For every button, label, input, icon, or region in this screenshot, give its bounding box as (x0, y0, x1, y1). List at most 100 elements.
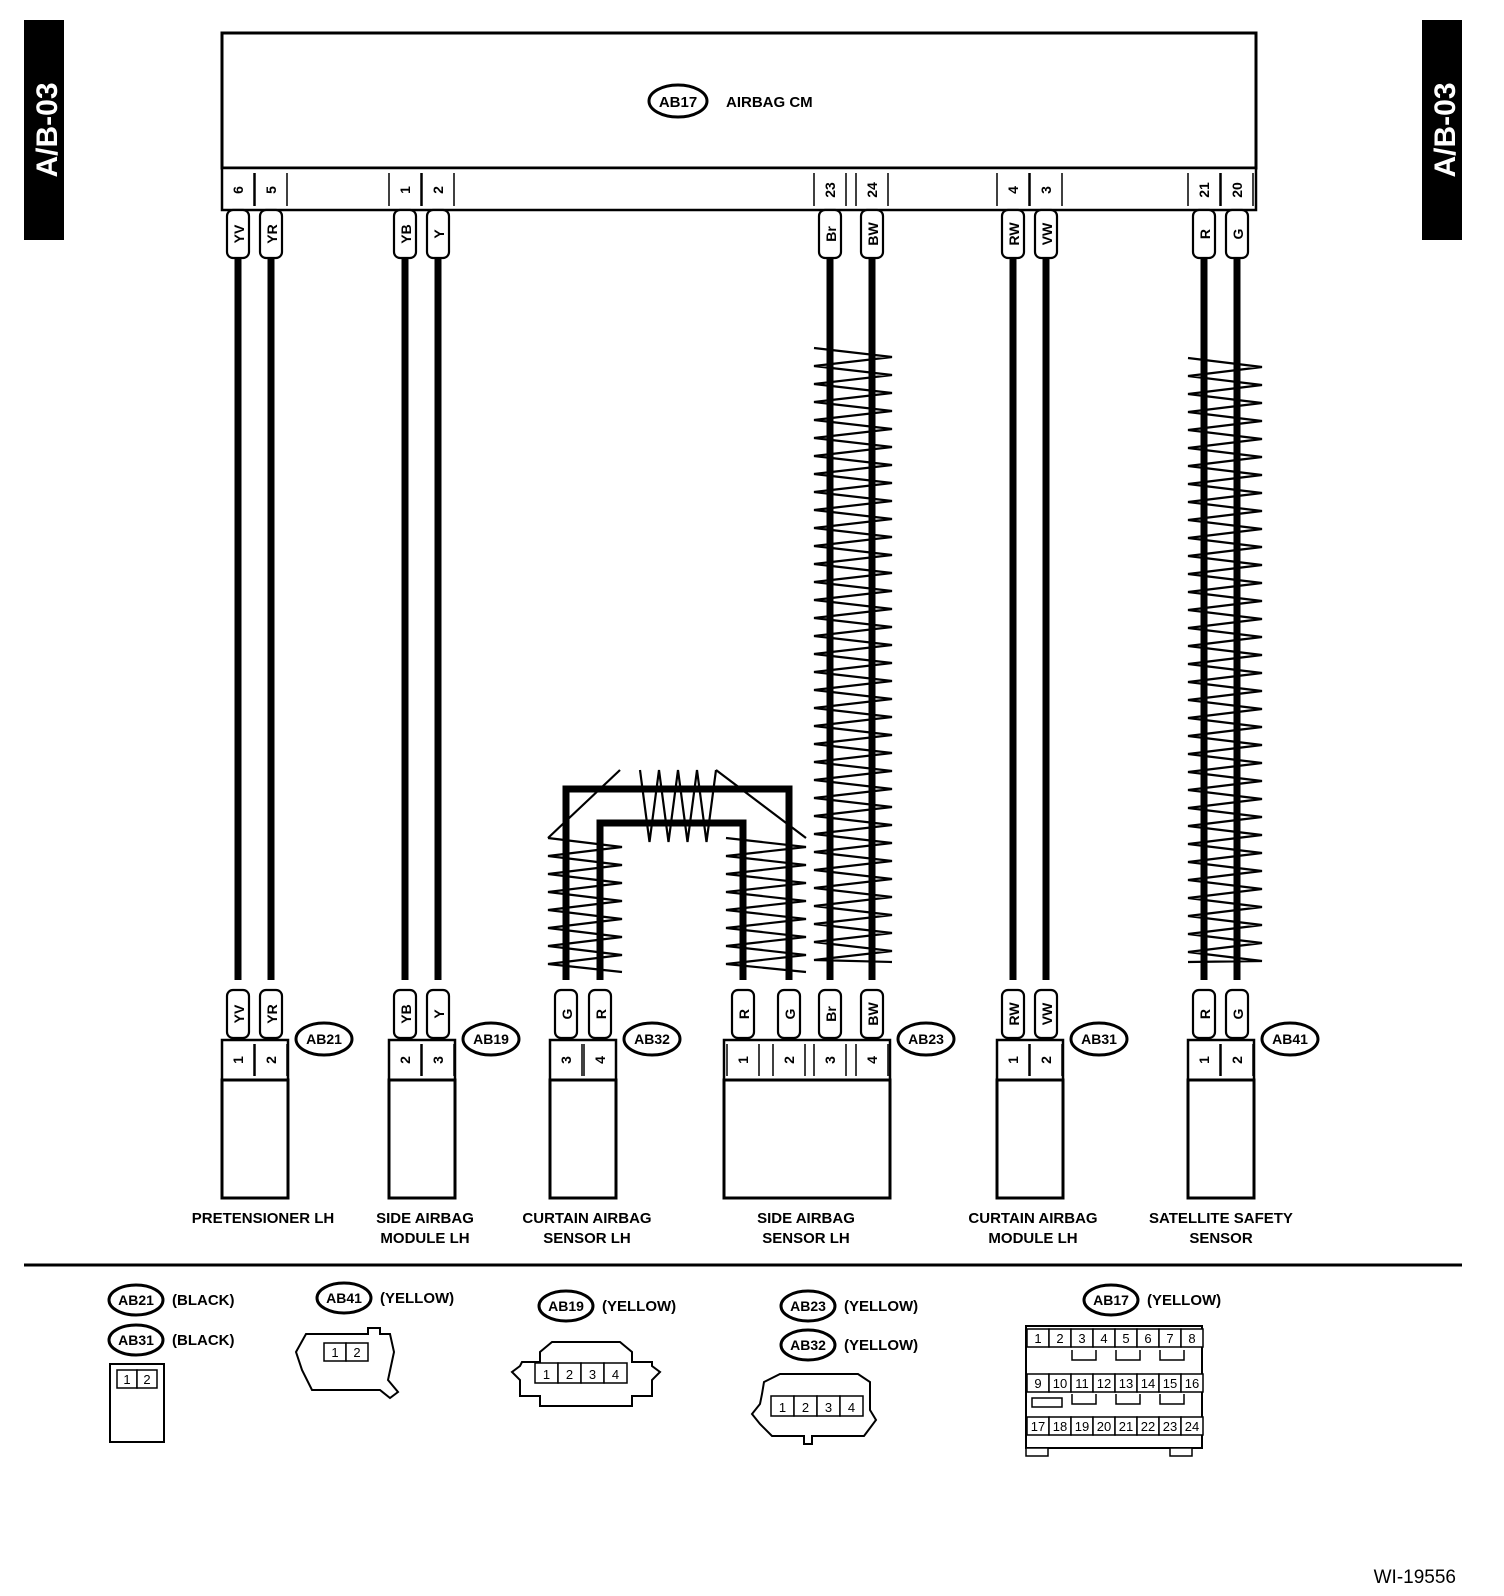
cm-pin-5: 5YR (254, 173, 288, 260)
device-name: CURTAIN AIRBAG (968, 1210, 1097, 1227)
legend-connector-color: (BLACK) (172, 1292, 234, 1309)
legend-pin-number: 10 (1053, 1376, 1067, 1391)
legend-pin-number: 16 (1185, 1376, 1199, 1391)
wire-color-label: R (1197, 229, 1213, 239)
cm-pin-number: 23 (822, 182, 838, 198)
legend-connector-label: AB21 (118, 1292, 154, 1308)
wire-color-tag (730, 988, 756, 1040)
legend-pin-number: 3 (589, 1367, 596, 1382)
legend-pin-number: 4 (848, 1400, 855, 1415)
device-name: SENSOR (1189, 1230, 1253, 1247)
wire-color-label: VW (1039, 222, 1055, 245)
legend-pin-number: 2 (353, 1345, 360, 1360)
cm-pin-number: 6 (230, 186, 246, 194)
cm-pin-number: 2 (430, 186, 446, 194)
device-body (220, 1078, 290, 1200)
legend-connector-badge (107, 1283, 165, 1317)
device-body (548, 1078, 618, 1200)
device-connector-label: AB23 (908, 1031, 944, 1047)
device-pin-number: 3 (430, 1056, 446, 1064)
device-name: PRETENSIONER LH (192, 1210, 335, 1227)
cm-pin-number: 5 (263, 186, 279, 194)
legend-pin-number: 1 (331, 1345, 338, 1360)
wire-color-label: Br (823, 1006, 839, 1022)
legend-connector-color: (YELLOW) (844, 1298, 918, 1315)
connector-badge (896, 1021, 956, 1057)
legend-pin-number: 23 (1163, 1419, 1177, 1434)
wire-color-label: G (1230, 228, 1246, 239)
wire-color-label: R (736, 1009, 752, 1019)
legend-pin-number: 7 (1166, 1331, 1173, 1346)
legend-pin-number: 12 (1097, 1376, 1111, 1391)
legend-pin-number: 3 (825, 1400, 832, 1415)
device-name: SIDE AIRBAG (757, 1210, 855, 1227)
legend-pin-number: 15 (1163, 1376, 1177, 1391)
wire-color-label: R (1197, 1009, 1213, 1019)
legend-connector-badge (779, 1328, 837, 1362)
legend-connector-badge (107, 1323, 165, 1357)
page-tag-left: A/B-03 (24, 20, 64, 240)
legend-pin-number: 13 (1119, 1376, 1133, 1391)
wire-color-label: BW (865, 222, 881, 246)
wire-color-label: Y (431, 1009, 447, 1019)
device-body (722, 1078, 892, 1200)
figure-id: WI-19556 (1374, 1567, 1456, 1588)
legend-connector-label: AB32 (790, 1337, 826, 1353)
wire-color-label: VW (1039, 1002, 1055, 1025)
legend-pin-number: 1 (123, 1372, 130, 1387)
legend-connector-color: (YELLOW) (1147, 1292, 1221, 1309)
legend-pin-number: 1 (543, 1367, 550, 1382)
device-connector-label: AB32 (634, 1031, 670, 1047)
control-module-connector-label: AB17 (659, 94, 697, 111)
device-pin-number: 3 (822, 1056, 838, 1064)
connector-badge (1260, 1021, 1320, 1057)
legend-connector-label: AB41 (326, 1290, 362, 1306)
legend-connector-label: AB23 (790, 1298, 826, 1314)
device-name: SENSOR LH (762, 1230, 850, 1247)
device-body (995, 1078, 1065, 1200)
legend-pin-number: 5 (1122, 1331, 1129, 1346)
legend-pin-number: 3 (1078, 1331, 1085, 1346)
legend-pin-number: 9 (1034, 1376, 1041, 1391)
legend-connector-color: (YELLOW) (380, 1290, 454, 1307)
legend-pin-cell (839, 1395, 864, 1417)
cm-pin-number: 20 (1229, 182, 1245, 198)
legend-latch (1071, 1350, 1097, 1361)
twist-side-sensor (813, 346, 893, 964)
wire-color-tag (1224, 988, 1250, 1040)
page-tag-right-label: A/B-03 (1429, 82, 1462, 177)
device-pin-number: 1 (1005, 1056, 1021, 1064)
wire-color-tag (1033, 988, 1059, 1040)
wire-color-tag (392, 988, 418, 1040)
legend-connector-shape (294, 1327, 400, 1400)
device-pin-number: 2 (397, 1056, 413, 1064)
device-name: SATELLITE SAFETY (1149, 1210, 1293, 1227)
legend-connector-label: AB31 (118, 1332, 154, 1348)
legend-latch (1115, 1350, 1141, 1361)
device-connector-label: AB21 (306, 1031, 342, 1047)
device-pin-number: 2 (1229, 1056, 1245, 1064)
legend-pin-number: 6 (1144, 1331, 1151, 1346)
wire-color-tag (258, 988, 284, 1040)
wire-color-label: RW (1006, 1002, 1022, 1026)
legend-connector-badge (315, 1281, 373, 1315)
legend-latch (1159, 1394, 1185, 1405)
page-tag-left-label: A/B-03 (31, 82, 64, 177)
legend-pin-number: 4 (612, 1367, 619, 1382)
legend-connector-label: AB17 (1093, 1292, 1129, 1308)
cm-pin-number: 4 (1005, 186, 1021, 194)
connector-badge (461, 1021, 521, 1057)
legend-latch (1115, 1394, 1141, 1405)
cm-pin-number: 3 (1038, 186, 1054, 194)
device-pin-number: 1 (230, 1056, 246, 1064)
twist-u-corner-left (547, 769, 621, 839)
wire-color-label: YB (398, 1004, 414, 1023)
page-tag-right: A/B-03 (1422, 20, 1462, 240)
